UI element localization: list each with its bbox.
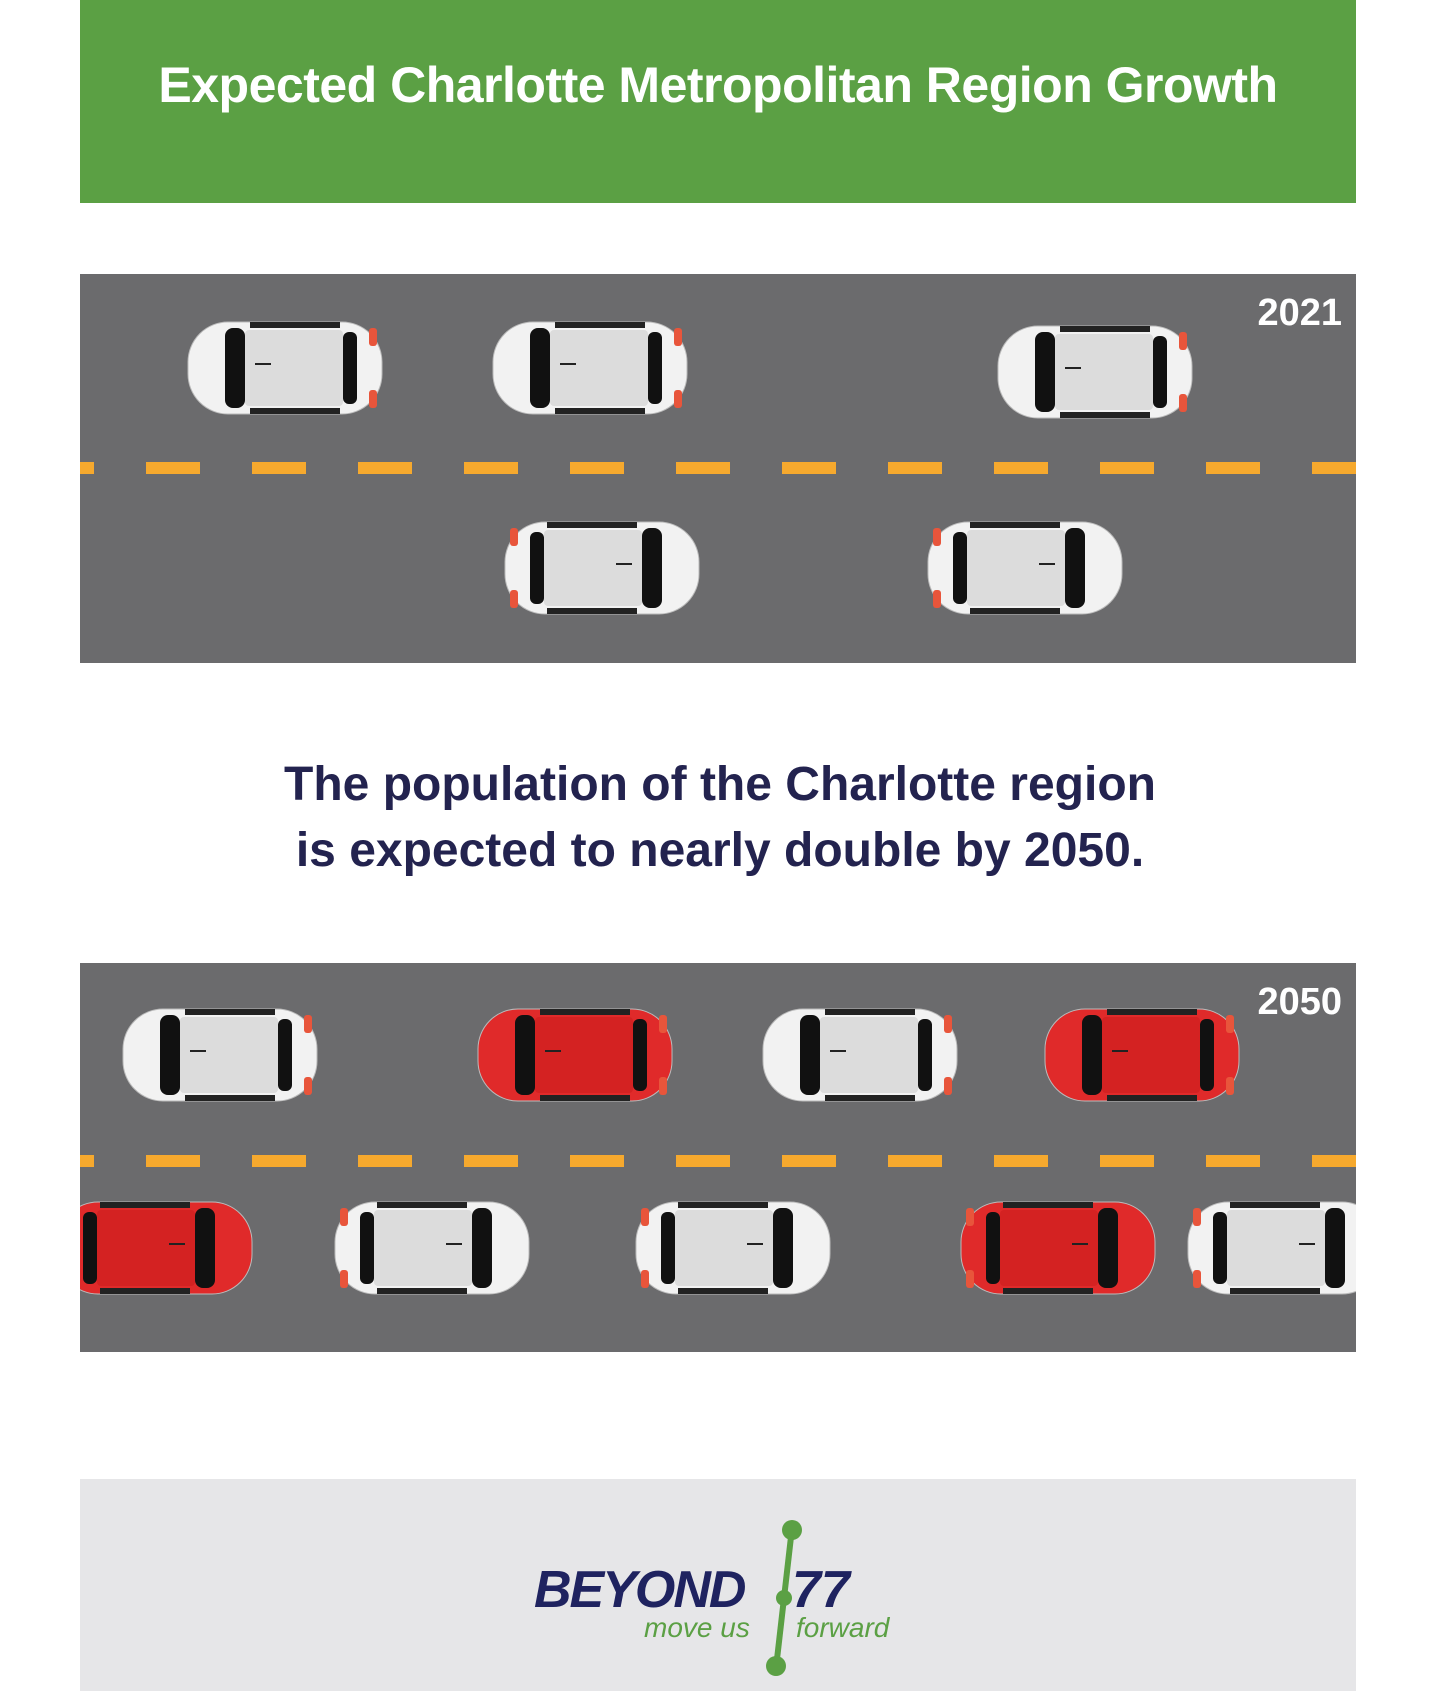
lane-dash <box>1100 462 1154 474</box>
beyond-77-logo: BEYOND 77 move us forward <box>530 1518 910 1678</box>
road-2050: 2050 <box>80 963 1356 1352</box>
year-label-2050: 2050 <box>1257 981 1342 1023</box>
lane-dash <box>464 462 518 474</box>
lane-dash <box>570 462 624 474</box>
population-message: The population of the Charlotte region i… <box>0 752 1440 884</box>
road-2021-illustration <box>80 321 1356 615</box>
lane-dash <box>994 1155 1048 1167</box>
lane-dash <box>1100 1155 1154 1167</box>
lane-dash <box>1312 1155 1356 1167</box>
message-line-1: The population of the Charlotte region <box>284 758 1156 811</box>
lane-dash <box>1312 462 1356 474</box>
logo-tagline-left: move us <box>644 1612 750 1643</box>
message-line-2: is expected to nearly double by 2050. <box>295 824 1145 877</box>
lane-dash <box>994 462 1048 474</box>
year-label-2021: 2021 <box>1257 292 1342 334</box>
lane-dash <box>80 462 94 474</box>
logo-tagline-right: forward <box>796 1612 890 1643</box>
lane-dash <box>252 1155 306 1167</box>
lane-dash <box>888 1155 942 1167</box>
lane-dash <box>782 462 836 474</box>
lane-dash <box>80 1155 94 1167</box>
road-2050-illustration <box>80 1008 1356 1295</box>
lane-dash <box>464 1155 518 1167</box>
title-banner: Expected Charlotte Metropolitan Region G… <box>80 0 1356 203</box>
road-2021: 2021 <box>80 274 1356 663</box>
lane-dash <box>146 462 200 474</box>
white-car <box>187 321 383 415</box>
lane-dash <box>1206 462 1260 474</box>
lane-dash <box>358 1155 412 1167</box>
white-car <box>334 1201 530 1295</box>
lane-dash <box>1206 1155 1260 1167</box>
red-car <box>477 1008 673 1102</box>
white-car <box>635 1201 831 1295</box>
footer <box>80 1479 1356 1691</box>
lane-dash <box>676 1155 730 1167</box>
red-car <box>80 1201 253 1295</box>
page-title: Expected Charlotte Metropolitan Region G… <box>158 57 1278 113</box>
lane-dash <box>570 1155 624 1167</box>
white-car <box>492 321 688 415</box>
white-car <box>122 1008 318 1102</box>
lane-dash <box>146 1155 200 1167</box>
lane-dash <box>888 462 942 474</box>
lane-dash <box>252 462 306 474</box>
white-car <box>504 521 700 615</box>
white-car <box>927 521 1123 615</box>
logo-text-77: 77 <box>792 1561 850 1619</box>
white-car <box>762 1008 958 1102</box>
white-car <box>997 325 1193 419</box>
logo-text-beyond: BEYOND <box>534 1561 746 1619</box>
lane-dash <box>676 462 730 474</box>
logo-line-icon <box>766 1520 802 1676</box>
lane-dash <box>358 462 412 474</box>
red-car <box>960 1201 1156 1295</box>
white-car <box>1187 1201 1356 1295</box>
lane-dash <box>782 1155 836 1167</box>
red-car <box>1044 1008 1240 1102</box>
